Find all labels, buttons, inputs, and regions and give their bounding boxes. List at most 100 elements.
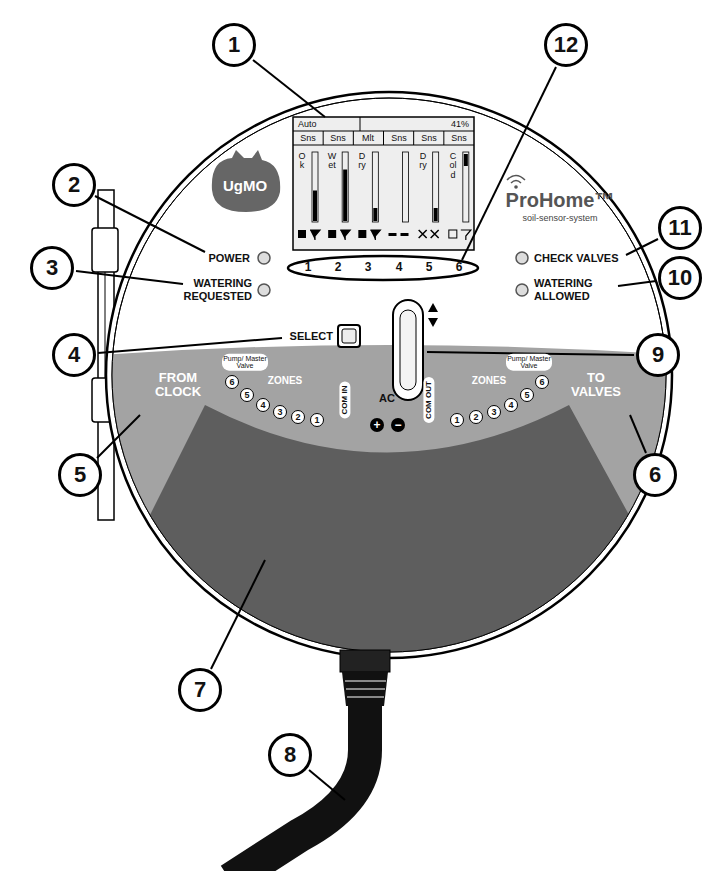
lcd-icon [310,230,320,240]
zones-label: ZONES [268,375,302,387]
zone-terminal-number: 1 [310,413,324,427]
panel-label: WATERING ALLOWED [534,277,606,302]
zone-terminal-number: 1 [450,413,464,427]
panel-label: SELECT [290,330,333,343]
polarity-sign: − [391,418,405,432]
lcd-rule [383,131,384,145]
callout-number: 12 [544,23,588,67]
lcd-text: Mlt [362,133,374,143]
lcd-icon [298,230,306,238]
lcd-bar [463,152,469,222]
lcd-bar-fill [373,208,377,221]
lcd-text: Sns [330,133,346,143]
lcd-text: Sns [451,133,467,143]
lcd-status: Dry [358,152,367,171]
lcd-zone-digit: 6 [456,261,463,275]
lcd-icon [389,233,397,236]
select-button [342,329,356,343]
down-arrow [428,318,438,327]
select-button [338,325,360,347]
leader-line [76,271,183,284]
callout-number: 8 [268,733,312,777]
pump-terminal-label: Pump/ Master Valve [222,354,268,371]
check-valves-led [516,252,528,264]
watering-requested-led [258,284,270,296]
lcd-text: Auto [298,119,317,129]
lcd-bar-fill [434,208,438,221]
arrow-rocker [400,310,416,390]
lcd-zone-digit: 2 [335,261,342,275]
wiring-cover [140,405,640,700]
callout-number: 11 [658,206,702,250]
lcd-rule [360,117,361,131]
lcd-zone-digit: 3 [365,261,372,275]
lcd-rule [413,131,414,145]
callout-number: 9 [636,333,680,377]
up-arrow [428,303,438,312]
zone-terminal-number: 4 [504,398,518,412]
hinge-knuckle [92,228,118,272]
lcd-icon [358,230,366,238]
bulldog-logo [212,150,280,212]
lcd-status: Cold [449,152,458,180]
band-label: TO VALVES [566,371,626,400]
zone-terminal-number: 6 [535,375,549,389]
lcd-bar [312,152,318,222]
cable-gland [342,672,388,706]
lcd-zone-digit: 4 [396,261,403,275]
leader-line [618,281,656,286]
brand-name: ProHome™ [506,189,615,212]
lcd-icon [449,230,457,238]
lcd-screen [293,117,474,250]
wifi-icon [507,176,525,181]
wifi-icon [511,181,521,184]
zone-terminal-number: 6 [225,375,239,389]
lcd-bar [433,152,439,222]
callout-number: 6 [633,453,677,497]
lcd-icon [328,230,336,238]
zone-terminal-number: 3 [273,405,287,419]
lcd-icon [419,230,427,238]
lcd-rule [353,131,354,145]
lcd-status: Dry [419,152,428,171]
power-led [258,252,270,264]
zone-digits-ring [288,256,478,280]
callout-number: 7 [178,668,222,712]
arrow-rocker [393,300,423,400]
panel-label: WATERING REQUESTED [180,277,252,302]
lcd-icon [340,230,350,240]
callout-number: 4 [52,333,96,377]
lcd-bar-fill [464,154,468,166]
cable-gland-nut [340,650,390,672]
lcd-text: Sns [391,133,407,143]
lcd-status: Ok [298,152,307,171]
lcd-bar [403,152,409,222]
callout-number: 2 [52,163,96,207]
lcd-bar [372,152,378,222]
common-terminal-label: COM OUT [423,377,434,423]
callout-number: 10 [658,256,702,300]
wifi-icon [514,185,518,189]
lcd-bars [298,131,471,240]
leader-line [253,60,325,117]
brand-tagline: soil-sensor-system [522,213,597,223]
lcd-icon [431,230,439,238]
zone-terminal-number: 5 [520,388,534,402]
lcd-text: Sns [300,133,316,143]
gland-ridge [347,697,384,698]
zone-terminal-number: 5 [240,388,254,402]
lcd-bar-fill [343,170,347,222]
watering-allowed-led [516,284,528,296]
panel-label: POWER [208,252,250,265]
leader-line [462,67,556,260]
callout-number: 1 [212,23,256,67]
leader-line [309,770,345,800]
logo-text: UgMO [223,177,267,194]
gland-ridge [346,689,385,690]
lcd-icon [461,230,471,240]
callout-number: 3 [30,246,74,290]
panel-label: CHECK VALVES [534,252,619,265]
lcd-rule [323,131,324,145]
